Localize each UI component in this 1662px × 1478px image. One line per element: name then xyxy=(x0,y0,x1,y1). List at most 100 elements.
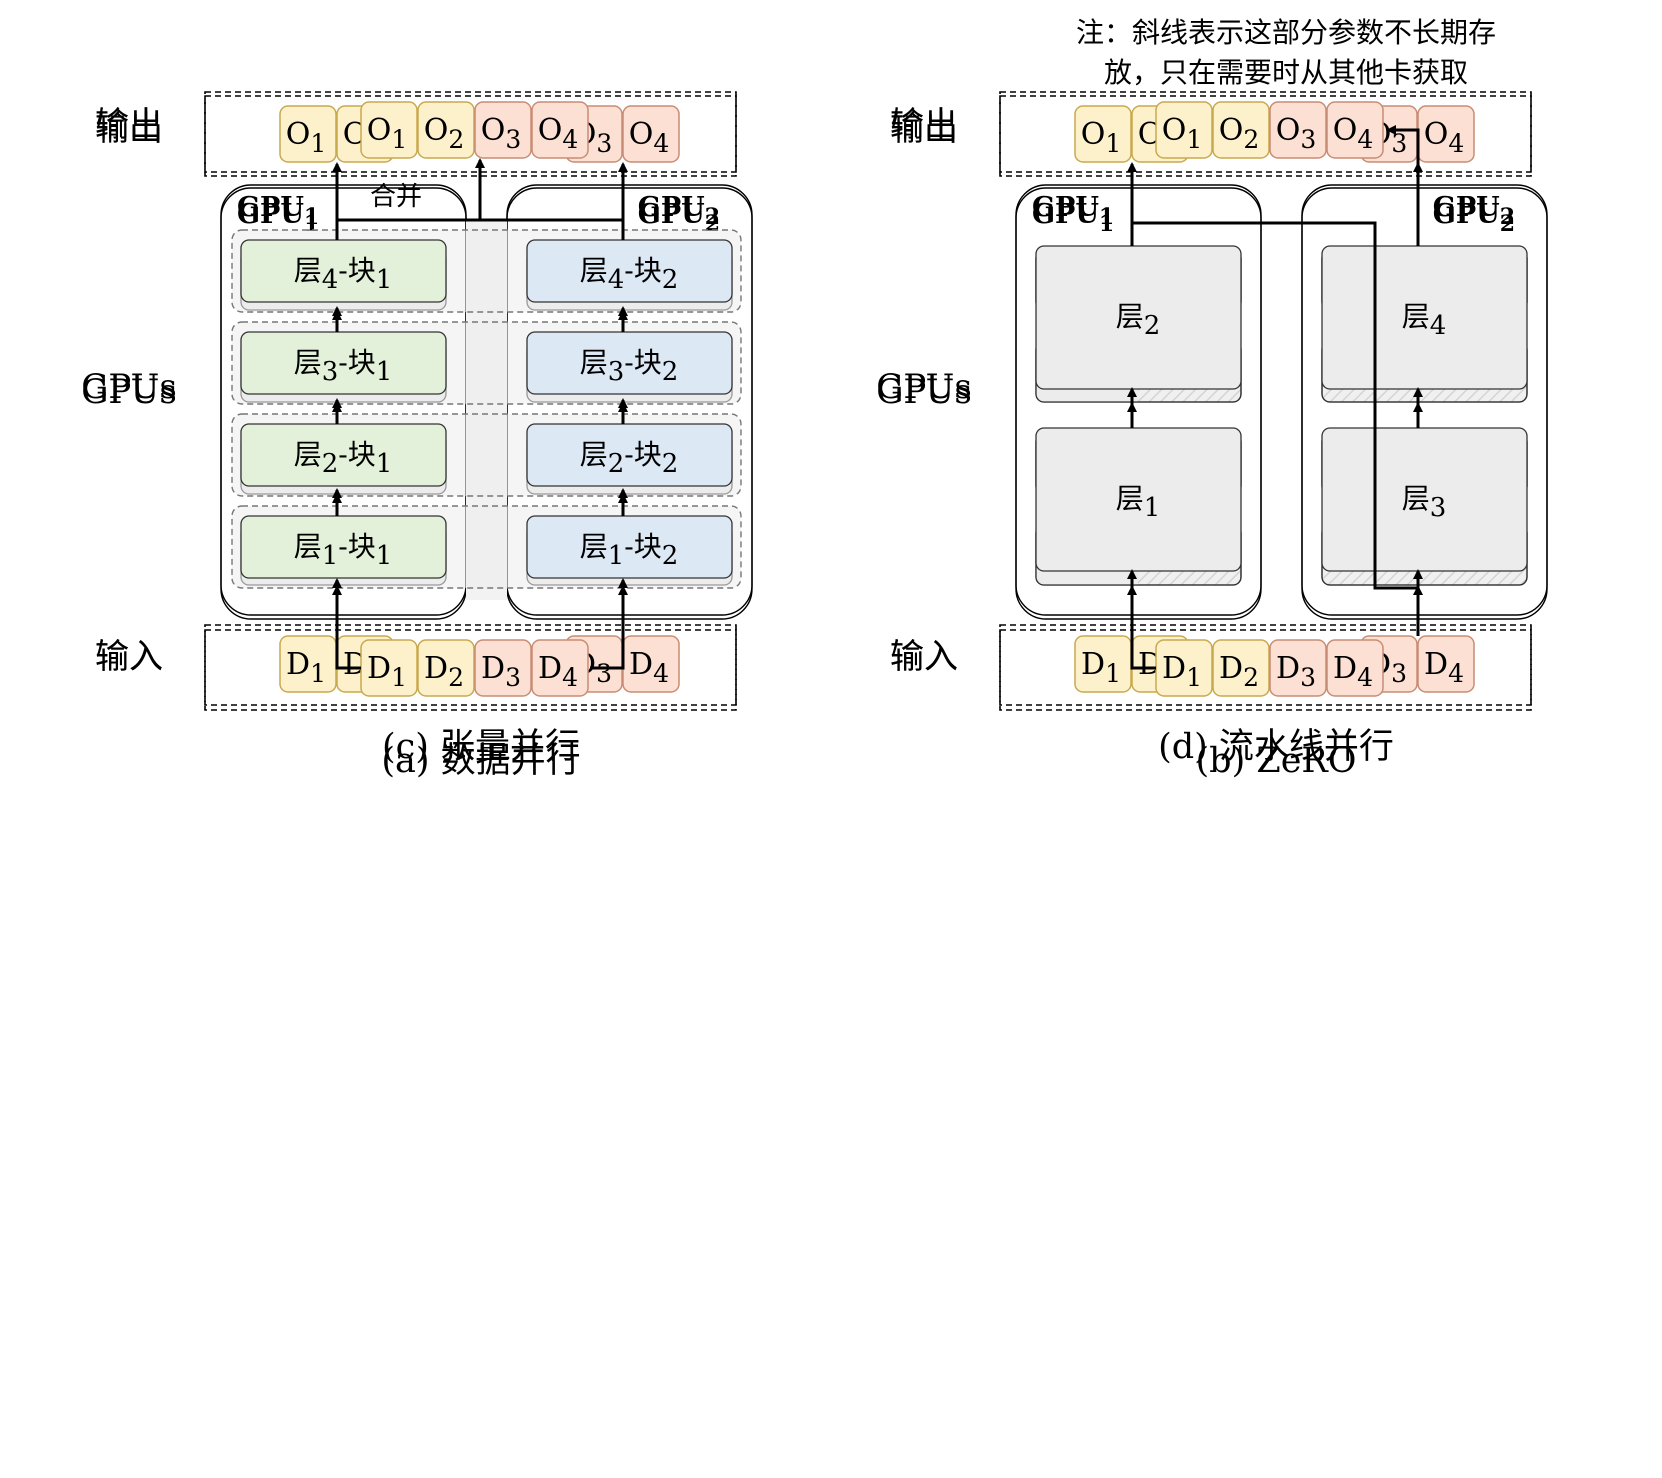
layer-4-block-2-label: 层4-块2 xyxy=(580,254,679,295)
output-chip-right-2-label: O4 xyxy=(1424,117,1465,158)
gpu2-layer-4-box xyxy=(1321,245,1528,390)
output-row-label: 输出 xyxy=(890,109,958,149)
output-chip-4-label: O4 xyxy=(538,113,579,154)
output-chip-2-label: O2 xyxy=(1219,113,1260,154)
input-chip-2-label: D2 xyxy=(424,651,464,692)
output-row-label: 输出 xyxy=(890,105,958,145)
output-row-label: 输出 xyxy=(95,105,163,145)
output-band xyxy=(999,91,1532,173)
output-chip-4-box xyxy=(531,101,589,159)
gpu1-label: GPU1 xyxy=(1032,192,1114,230)
layer-3-block-2-box xyxy=(526,331,733,395)
output-chip-2-box xyxy=(417,101,475,159)
merge-label: 合并 xyxy=(370,182,422,212)
gpu1-layer-1-label: 层1 xyxy=(1116,482,1161,523)
layer-3-block-1-box xyxy=(240,331,447,395)
caption-c: (c) 张量并行 xyxy=(382,727,580,767)
output-chip-1-label: O1 xyxy=(1162,113,1203,154)
caption-b: (b) ZeRO xyxy=(1196,741,1357,781)
output-chip-4-label: O4 xyxy=(1333,113,1374,154)
input-arrow-right xyxy=(590,578,628,670)
output-chip-left-1-label: O1 xyxy=(1081,117,1122,158)
input-chip-1-label: D1 xyxy=(367,651,407,692)
output-chip-3-label: O3 xyxy=(1276,113,1317,154)
layer-2-block-2-label: 层2-块2 xyxy=(580,438,679,479)
gpus-row-label: GPUs xyxy=(876,367,972,407)
input-band xyxy=(999,629,1532,711)
gpu1-label: GPU1 xyxy=(237,192,319,230)
layer-4-block-2-box xyxy=(526,239,733,303)
layer-3-block-1-label: 层3-块1 xyxy=(294,346,393,387)
output-chip-right-2-box xyxy=(622,105,680,163)
output-chip-left-1-label: O1 xyxy=(286,117,327,158)
gpus-row-label: GPUs xyxy=(876,372,972,412)
output-chip-right-2-label: O4 xyxy=(629,117,670,158)
gpu1-layer-2-box xyxy=(1035,245,1242,390)
gpu2-label: GPU2 xyxy=(1433,199,1515,237)
output-chip-2-box xyxy=(1212,101,1270,159)
output-chip-1-box xyxy=(360,101,418,159)
gpu2-layer-3-label: 层3 xyxy=(1402,482,1447,523)
input-chip-3-label: D3 xyxy=(481,651,521,692)
layer-4-block-1-box xyxy=(240,239,447,303)
input-row-label: 输入 xyxy=(890,637,958,677)
layer-4-block-1-label: 层4-块1 xyxy=(294,254,393,295)
output-chip-3-box xyxy=(1269,101,1327,159)
input-arrow-left xyxy=(332,578,361,670)
gpu2-box xyxy=(1301,184,1548,620)
input-row-label: 输入 xyxy=(890,637,958,677)
gpus-row-label: GPUs xyxy=(81,372,177,412)
gpu2-layer-3-box xyxy=(1321,427,1528,572)
caption-a: (a) 数据并行 xyxy=(381,741,580,781)
input-row-label: 输入 xyxy=(95,637,163,677)
input-chip-4-label: D4 xyxy=(1333,651,1373,692)
output-chip-3-box xyxy=(474,101,532,159)
input-chip-2-label: D2 xyxy=(1219,651,1259,692)
layer-1-block-2-box xyxy=(526,515,733,579)
gpus-row-label: GPUs xyxy=(81,367,177,407)
output-arrow xyxy=(1386,125,1420,246)
note-line-1: 注：斜线表示这部分参数不长期存 xyxy=(1076,16,1496,49)
input-chip-4-label: D4 xyxy=(538,651,578,692)
input-chip-1-label: D1 xyxy=(1162,651,1202,692)
input-band xyxy=(204,629,737,711)
input-chip-3-box xyxy=(1269,639,1327,697)
output-chip-1-label: O1 xyxy=(367,113,408,154)
output-chip-1-box xyxy=(1155,101,1213,159)
layer-1-block-1-box xyxy=(240,515,447,579)
input-chip-4-box xyxy=(531,639,589,697)
output-band xyxy=(204,91,737,173)
input-chip-right-2-label: D4 xyxy=(629,647,669,688)
layer-1-block-1-label: 层1-块1 xyxy=(294,530,393,571)
input-row-label: 输入 xyxy=(95,637,163,677)
output-chip-left-1-box xyxy=(279,105,337,163)
input-chip-right-2-label: D4 xyxy=(1424,647,1464,688)
layer-1-block-2-label: 层1-块2 xyxy=(580,530,679,571)
output-chip-4-box xyxy=(1326,101,1384,159)
layer-2-block-2-box xyxy=(526,423,733,487)
input-chip-left-1-label: D1 xyxy=(286,647,326,688)
input-chip-right-2-box xyxy=(1417,635,1475,693)
input-chip-3-label: D3 xyxy=(1276,651,1316,692)
output-chip-3-label: O3 xyxy=(481,113,522,154)
gpu1-layer-1-box xyxy=(1035,427,1242,572)
input-chip-left-1-label: D1 xyxy=(1081,647,1121,688)
input-chip-2-box xyxy=(417,639,475,697)
transfer-arrow xyxy=(1130,221,1423,590)
output-chip-2-label: O2 xyxy=(424,113,465,154)
gpu2-layer-4-label: 层4 xyxy=(1402,300,1447,341)
caption-d: (d) 流水线并行 xyxy=(1158,727,1394,767)
gpu1-layer-2-label: 层2 xyxy=(1116,300,1161,341)
input-arrow xyxy=(1127,569,1156,670)
output-row-label: 输出 xyxy=(95,109,163,149)
gpu2-label: GPU2 xyxy=(1433,192,1515,230)
input-chip-4-box xyxy=(1326,639,1384,697)
gpu1-label: GPU1 xyxy=(1032,199,1114,237)
layer-2-block-1-box xyxy=(240,423,447,487)
note-line-2: 放，只在需要时从其他卡获取 xyxy=(1104,56,1468,89)
layer-3-block-2-label: 层3-块2 xyxy=(580,346,679,387)
